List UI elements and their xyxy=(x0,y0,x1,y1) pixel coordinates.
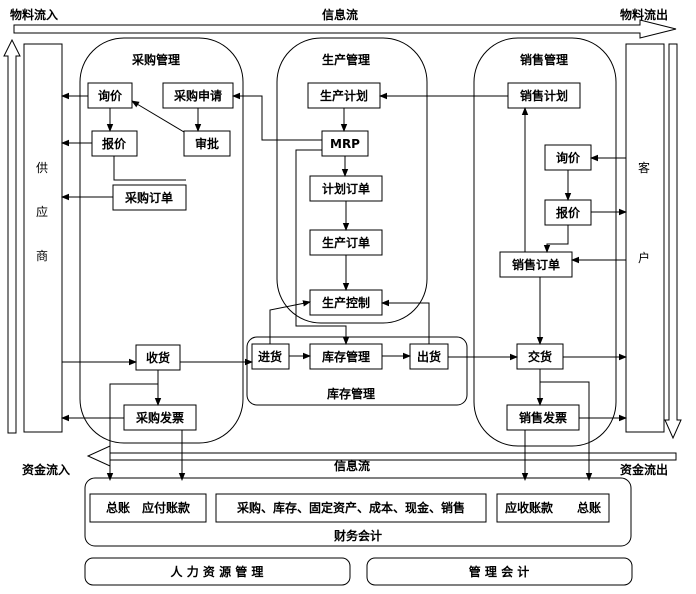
production-order-box xyxy=(309,229,383,256)
production-plan-box xyxy=(307,82,381,109)
hr-box xyxy=(84,557,351,586)
production-control-label: 生产控制 xyxy=(322,295,370,310)
finance-middle-box xyxy=(215,493,487,523)
sales-container xyxy=(473,37,617,447)
funds-outflow-label: 资金流出 xyxy=(620,462,668,477)
inventory-container xyxy=(246,336,468,406)
purchase-invoice-label: 采购发票 xyxy=(135,410,184,425)
production-order-label: 生产订单 xyxy=(322,235,370,250)
sales-plan-label: 销售计划 xyxy=(520,88,568,103)
funds-inflow-label: 资金流入 xyxy=(22,462,70,477)
planned-order-box xyxy=(309,175,383,202)
customer-char-2: 户 xyxy=(638,250,650,265)
left-inflow-arrow xyxy=(3,38,21,434)
bottom-info-flow-arrow xyxy=(86,445,677,467)
sales-invoice-label: 销售发票 xyxy=(519,410,567,425)
delivery-label: 交货 xyxy=(528,349,552,364)
finance-title: 财务会计 xyxy=(333,528,382,543)
sales-order-label: 销售订单 xyxy=(512,257,560,272)
production-container xyxy=(276,37,428,324)
stock-out-box xyxy=(409,343,449,370)
sales-inquiry-label: 询价 xyxy=(556,150,581,165)
supplier-char-2: 应 xyxy=(36,204,48,219)
stock-in-label: 进货 xyxy=(258,349,282,364)
management-accounting-box xyxy=(366,557,633,586)
customer-column xyxy=(625,43,665,433)
purchase-order-box xyxy=(112,184,187,211)
sales-inquiry-box xyxy=(544,144,592,171)
top-info-flow-arrow xyxy=(13,19,677,39)
purchase-request-label: 采购申请 xyxy=(173,88,222,103)
bottom-info-flow-label: 信息流 xyxy=(334,458,370,473)
approve-box xyxy=(183,130,231,157)
sales-connectors xyxy=(521,107,627,481)
right-outflow-arrow xyxy=(664,43,682,440)
finance-right-box xyxy=(496,493,610,523)
purchasing-container xyxy=(79,37,244,444)
mrp-box xyxy=(321,130,369,157)
inventory-title: 库存管理 xyxy=(327,386,375,401)
purchasing-title: 采购管理 xyxy=(131,52,180,67)
sales-quote-label: 报价 xyxy=(556,205,581,220)
finance-container xyxy=(84,477,632,547)
approve-label: 审批 xyxy=(195,136,219,151)
material-inflow-label: 物料流入 xyxy=(10,7,58,22)
purchase-inquiry-label: 询价 xyxy=(98,88,123,103)
purchase-quote-label: 报价 xyxy=(102,136,127,151)
material-outflow-label: 物料流出 xyxy=(620,7,668,22)
management-accounting-label: 管 理 会 计 xyxy=(469,564,530,579)
finance-left-box xyxy=(89,493,207,523)
sales-order-box xyxy=(499,251,573,278)
hr-label: 人 力 资 源 管 理 xyxy=(171,564,264,579)
finance-left-label: 总账 应付账款 xyxy=(106,500,191,515)
receive-box xyxy=(135,344,181,371)
production-plan-label: 生产计划 xyxy=(320,88,368,103)
purchase-order-label: 采购订单 xyxy=(124,190,173,205)
finance-right-label: 应收账款 总账 xyxy=(505,500,601,515)
mrp-label: MRP xyxy=(330,137,360,151)
sales-title: 销售管理 xyxy=(520,52,568,67)
top-info-flow-label: 信息流 xyxy=(322,7,358,22)
supplier-char-1: 供 xyxy=(36,161,48,175)
production-connectors xyxy=(232,92,518,361)
purchase-invoice-box xyxy=(123,404,197,431)
receive-label: 收货 xyxy=(146,350,170,365)
inventory-manage-label: 库存管理 xyxy=(322,349,370,364)
supplier-char-3: 商 xyxy=(36,248,48,263)
supplier-column xyxy=(23,43,63,433)
planned-order-label: 计划订单 xyxy=(322,181,370,196)
customer-char-1: 客 xyxy=(638,160,650,175)
finance-middle-label: 采购、库存、固定资产、成本、现金、销售 xyxy=(236,500,465,515)
sales-plan-box xyxy=(507,82,581,109)
stock-out-label: 出货 xyxy=(417,349,441,364)
production-title: 生产管理 xyxy=(322,52,370,67)
sales-quote-box xyxy=(544,199,592,226)
